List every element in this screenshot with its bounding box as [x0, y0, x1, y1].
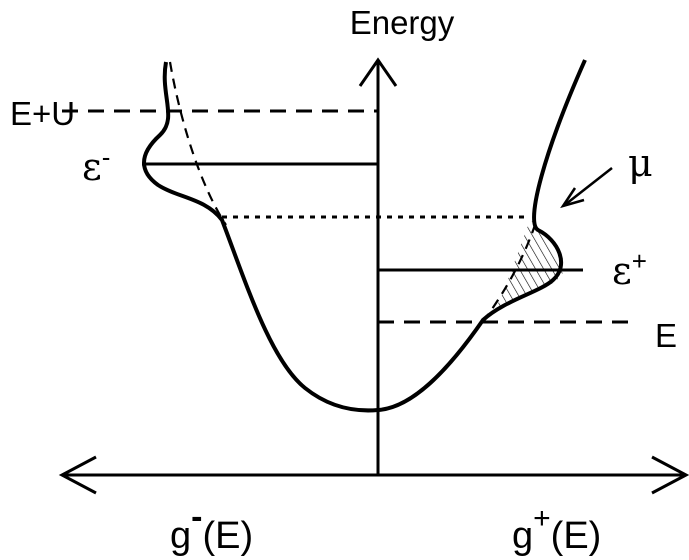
e-plus-u-label: E+U	[10, 95, 75, 132]
mu-arrow	[560, 167, 613, 209]
e-level-label: E	[655, 317, 677, 354]
epsilon-plus-label: ε+	[612, 246, 647, 293]
mu-label: μ	[628, 141, 653, 185]
density-of-states-curve	[142, 59, 587, 413]
g-plus-label: g+(E)	[512, 502, 601, 557]
epsilon-minus-label: ε-	[82, 142, 110, 189]
energy-axis	[358, 57, 398, 475]
energy-axis-label: Energy	[350, 4, 455, 41]
g-minus-label: g-(E)	[170, 498, 253, 557]
occupied-states-hatched-region	[495, 220, 565, 310]
unperturbed-dos-dashed-curve	[168, 61, 227, 226]
horizontal-axis	[58, 455, 689, 495]
